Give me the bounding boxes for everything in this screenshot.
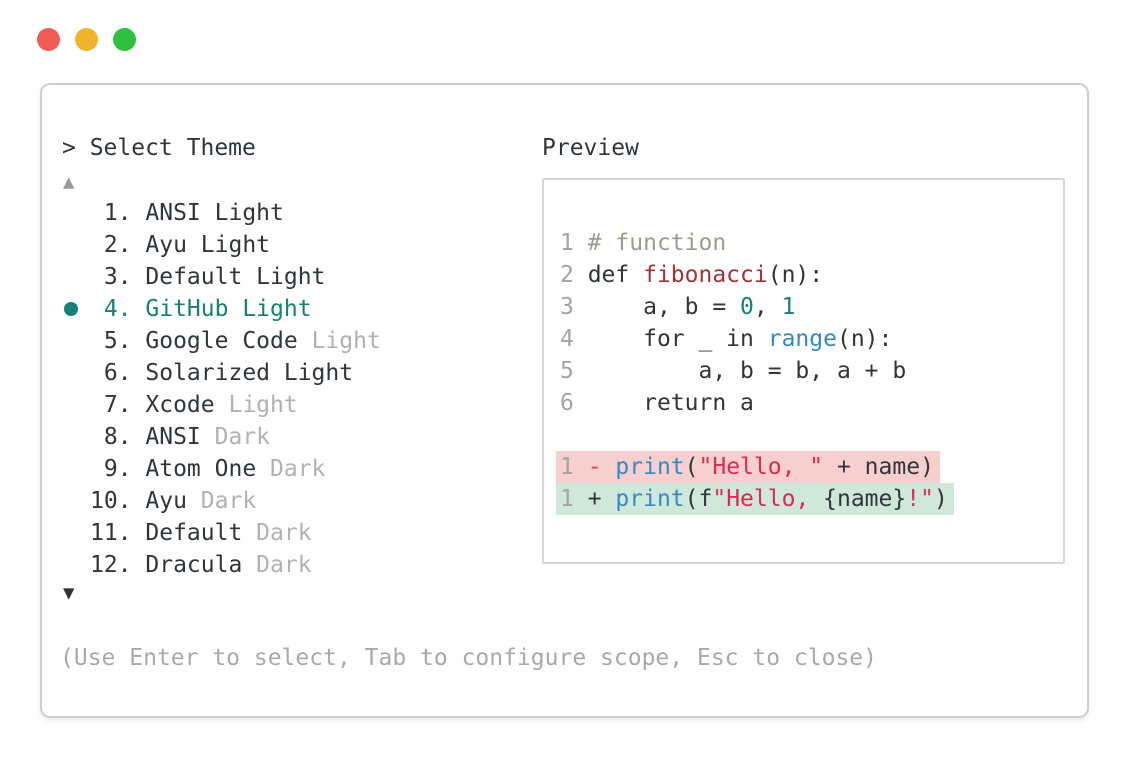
theme-item-number: 1 [103, 200, 118, 226]
theme-item-variant-label: Light [214, 392, 298, 418]
code-line: 5 a, b = b, a + b [560, 358, 907, 384]
zoom-button[interactable] [113, 28, 136, 51]
theme-item-label: GitHub Light [145, 296, 312, 322]
theme-list-item[interactable]: 5. Google Code Light [62, 325, 381, 357]
preview-pane: 1 # function 2 def fibonacci(n): 3 a, b = … [542, 178, 1065, 564]
theme-item-number: 12 [90, 552, 118, 578]
theme-list-item[interactable]: 9. Atom One Dark [62, 453, 381, 485]
theme-item-label: ANSI Light [145, 200, 284, 226]
code-line: 3 a, b = 0, 1 [560, 294, 796, 320]
diff-added-line: 1 + print(f"Hello, {name}!") [556, 483, 1063, 515]
theme-item-label: Ayu Light [145, 232, 271, 258]
theme-item-label: Default Light [145, 264, 326, 290]
minimize-button[interactable] [75, 28, 98, 51]
theme-item-number: 4 [103, 296, 118, 322]
theme-item-label: Google Code [145, 328, 298, 354]
theme-item-label: Ayu [145, 488, 187, 514]
theme-item-label: Atom One [145, 456, 257, 482]
scroll-down-icon[interactable]: ▼ [63, 582, 75, 604]
scroll-up-icon[interactable]: ▲ [63, 171, 75, 193]
theme-list-item[interactable]: 2. Ayu Light [62, 229, 381, 261]
dialog-title: > Select Theme [62, 135, 256, 161]
theme-list-item[interactable]: 3. Default Light [62, 261, 381, 293]
theme-list-item[interactable]: 11. Default Dark [62, 517, 381, 549]
theme-item-number: 11 [90, 520, 118, 546]
theme-item-label: Dracula [145, 552, 243, 578]
theme-item-number: 10 [90, 488, 118, 514]
theme-item-label: Xcode [145, 392, 215, 418]
theme-list-item[interactable]: 1. ANSI Light [62, 197, 381, 229]
theme-list-item[interactable]: 10. Ayu Dark [62, 485, 381, 517]
theme-list-item[interactable]: 7. Xcode Light [62, 389, 381, 421]
window-controls [37, 28, 136, 51]
diff-removed-line: 1 - print("Hello, " + name) [556, 451, 1063, 483]
code-line: 6 return a [560, 390, 754, 416]
theme-item-label: Default [145, 520, 243, 546]
theme-item-variant-label: Dark [200, 424, 271, 450]
code-block: 1 # function 2 def fibonacci(n): 3 a, b = … [544, 180, 1063, 515]
theme-list-item[interactable]: 8. ANSI Dark [62, 421, 381, 453]
close-button[interactable] [37, 28, 60, 51]
selected-indicator-dot [64, 302, 78, 316]
theme-item-number: 2 [103, 232, 118, 258]
theme-item-label: Solarized Light [145, 360, 354, 386]
code-line: 4 for _ in range(n): [560, 326, 893, 352]
theme-item-variant-label: Dark [256, 456, 326, 482]
theme-item-variant-label: Light [297, 328, 381, 354]
theme-item-number: 9 [103, 456, 118, 482]
theme-item-label: ANSI [145, 424, 201, 450]
theme-list-item[interactable]: 12. Dracula Dark [62, 549, 381, 581]
theme-item-number: 5 [103, 328, 118, 354]
theme-list-item[interactable]: 6. Solarized Light [62, 357, 381, 389]
theme-item-number: 3 [103, 264, 118, 290]
theme-item-number: 7 [103, 392, 118, 418]
theme-list-item[interactable]: 4. GitHub Light [62, 293, 381, 325]
help-text: (Use Enter to select, Tab to configure s… [60, 645, 877, 671]
theme-item-number: 8 [103, 424, 118, 450]
code-line: 1 # function [560, 230, 727, 256]
theme-item-variant-label: Dark [242, 552, 312, 578]
theme-item-number: 6 [103, 360, 118, 386]
theme-item-variant-label: Dark [186, 488, 257, 514]
code-line: 2 def fibonacci(n): [560, 262, 824, 288]
theme-item-variant-label: Dark [242, 520, 312, 546]
preview-label: Preview [542, 135, 639, 161]
